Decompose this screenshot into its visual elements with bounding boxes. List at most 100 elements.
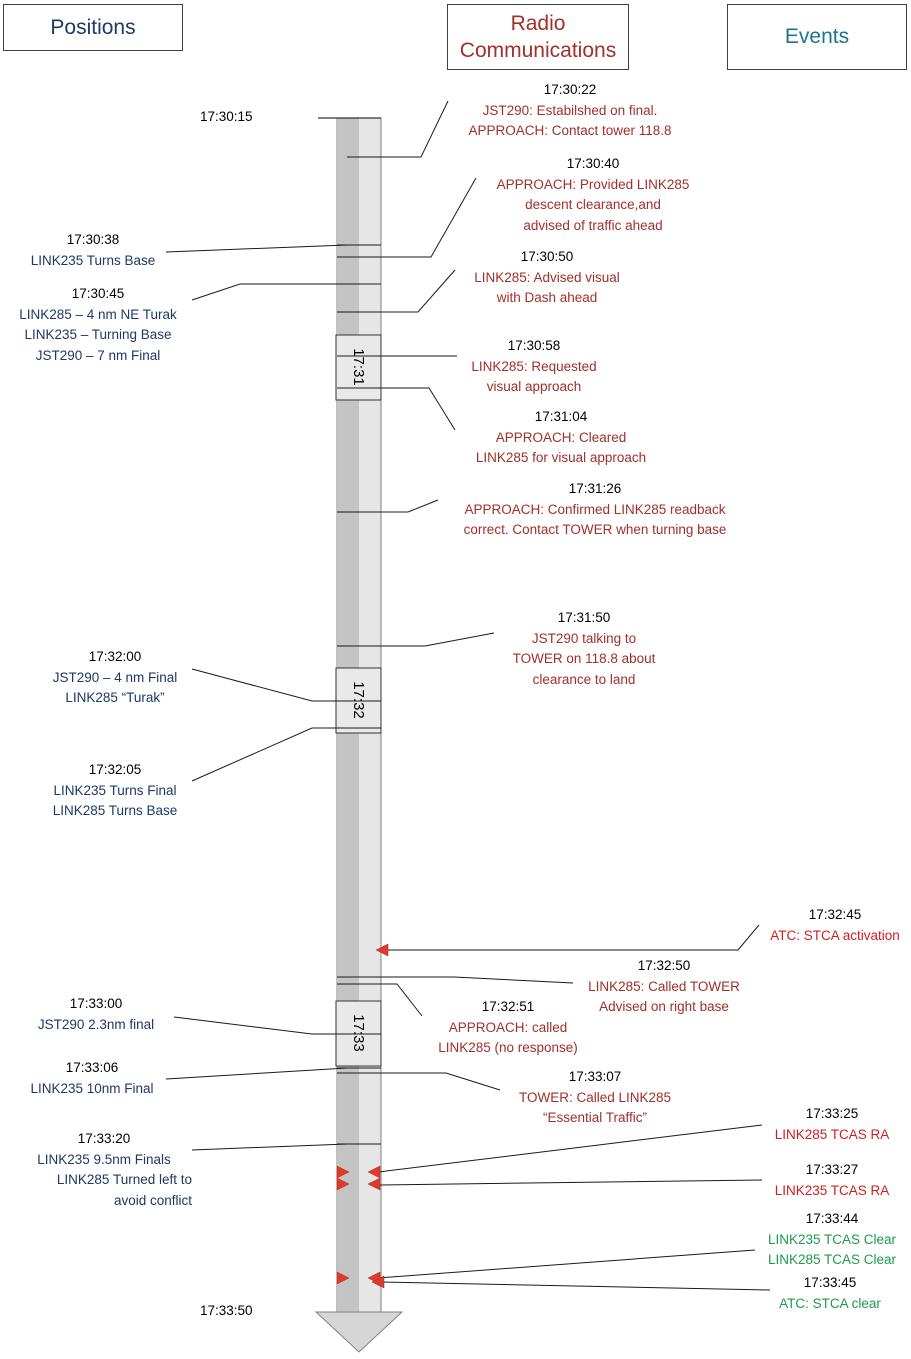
event-entry: 17:33:27 LINK235 TCAS RA	[762, 1160, 902, 1201]
position-line: JST290 – 7 nm Final	[35, 347, 161, 363]
marker-tcas-ra-right-2	[367, 1177, 381, 1191]
event-time: 17:33:45	[803, 1275, 857, 1290]
radio-line: correct. Contact TOWER when turning base	[463, 522, 727, 537]
radio-time: 17:30:50	[520, 249, 574, 264]
leader-radio-17-30-50	[347, 269, 456, 313]
event-time: 17:33:44	[805, 1211, 859, 1226]
position-line: LINK235 Turns Final	[53, 782, 177, 798]
radio-entry: 17:31:50 JST290 talking to TOWER on 118.…	[496, 608, 672, 690]
radio-line: descent clearance,and	[525, 197, 661, 212]
position-entry: 17:33:20 LINK235 9.5nm Finals LINK285 Tu…	[16, 1129, 192, 1211]
radio-line: LINK285: Called TOWER	[588, 978, 740, 994]
position-time: 17:32:05	[88, 762, 142, 777]
position-line: LINK235 10nm Final	[30, 1080, 154, 1096]
position-line: avoid conflict	[113, 1192, 192, 1208]
minute-label-17-33: 17:33	[350, 1014, 367, 1052]
marker-tcas-ra-left-2	[336, 1177, 350, 1191]
positions-header: Positions	[3, 4, 183, 51]
radio-line: “Essential Traffic”	[542, 1110, 648, 1125]
position-time: 17:30:45	[71, 286, 125, 301]
radio-line: APPROACH: Contact tower 118.8	[468, 123, 672, 138]
position-time: 17:32:00	[88, 649, 142, 664]
event-line: LINK285 TCAS Clear	[767, 1252, 897, 1267]
position-leaders	[165, 244, 348, 1151]
timeline-bar	[314, 117, 404, 1353]
radio-leaders	[347, 100, 574, 1091]
position-time: 17:33:00	[69, 996, 123, 1011]
leader-radio-17-31-26	[347, 499, 439, 513]
position-line: JST290 – 4 nm Final	[52, 669, 178, 685]
marker-stca-activation	[375, 943, 389, 957]
radio-time: 17:30:58	[507, 338, 561, 353]
radio-entry: 17:31:26 APPROACH: Confirmed LINK285 rea…	[440, 479, 750, 541]
minute-marker-17-31: 17:31	[335, 334, 382, 401]
leader-pos-17-30-38	[165, 244, 348, 253]
event-leaders	[377, 924, 771, 1291]
event-line: LINK235 TCAS RA	[774, 1182, 890, 1198]
position-line: LINK285 – 4 nm NE Turak	[19, 306, 177, 322]
radio-time: 17:30:22	[543, 82, 597, 97]
radio-entry: 17:30:22 JST290: Estabilshed on final. A…	[452, 80, 688, 142]
radio-time: 17:32:51	[481, 999, 535, 1014]
radio-entry: 17:30:50 LINK285: Advised visual with Da…	[457, 247, 637, 309]
leader-event-17-33-44	[377, 1249, 756, 1279]
leader-radio-17-30-40	[347, 177, 477, 258]
event-entry: 17:33:44 LINK235 TCAS Clear LINK285 TCAS…	[757, 1209, 907, 1271]
event-line: ATC: STCA clear	[779, 1295, 881, 1311]
radio-entry: 17:33:07 TOWER: Called LINK285 “Essentia…	[500, 1067, 690, 1129]
position-entry: 17:33:00 JST290 2.3nm final	[20, 994, 172, 1035]
event-time: 17:33:25	[805, 1106, 859, 1121]
radio-line: LINK285: Requested	[471, 358, 597, 374]
position-line: LINK285 Turned left to	[56, 1172, 192, 1187]
leader-radio-17-32-51	[347, 983, 423, 1017]
leader-event-17-32-45	[378, 924, 760, 951]
position-line: JST290 2.3nm final	[37, 1016, 155, 1032]
position-entry: 17:32:00 JST290 – 4 nm Final LINK285 “Tu…	[38, 647, 192, 709]
minute-box-17-31	[335, 334, 382, 401]
position-entry: 17:33:06 LINK235 10nm Final	[18, 1058, 166, 1099]
leader-pos-17-30-45	[191, 283, 347, 301]
minute-label-17-31: 17:31	[350, 348, 367, 386]
radio-line: Advised on right base	[599, 999, 729, 1014]
leader-radio-17-30-22	[347, 100, 449, 158]
event-line: LINK235 TCAS Clear	[767, 1231, 897, 1247]
radio-line: LINK285: Advised visual	[474, 269, 620, 285]
marker-tcas-ra-right-1	[367, 1165, 381, 1179]
radio-line: TOWER: Called LINK285	[518, 1089, 672, 1105]
leader-event-17-33-45	[377, 1281, 771, 1291]
leader-pos-17-32-00	[191, 668, 347, 702]
events-header: Events	[727, 4, 907, 70]
leader-radio-17-32-50	[347, 976, 574, 984]
position-line: LINK235 9.5nm Finals	[37, 1151, 171, 1167]
radio-line: JST290: Estabilshed on final.	[482, 102, 658, 118]
position-time: 17:33:06	[65, 1060, 119, 1075]
radio-communications-header: Radio Communications	[447, 4, 629, 70]
position-time: 17:30:38	[66, 232, 120, 247]
marker-tcas-ra-left-1	[336, 1165, 350, 1179]
event-entry: 17:33:25 LINK285 TCAS RA	[762, 1104, 902, 1145]
radio-time: 17:33:07	[568, 1069, 622, 1084]
marker-stca-clear	[371, 1275, 385, 1289]
leader-radio-17-31-04	[347, 387, 456, 431]
event-markers	[336, 943, 389, 1289]
marker-tcas-clear-left	[336, 1271, 350, 1285]
position-line: LINK285 “Turak”	[65, 690, 165, 705]
position-time: 17:33:20	[77, 1131, 131, 1146]
radio-line: APPROACH: called	[448, 1019, 568, 1035]
events-header-label: Events	[784, 25, 850, 49]
radio-entry: 17:32:51 APPROACH: called LINK285 (no re…	[422, 997, 594, 1059]
radio-line: APPROACH: Cleared	[495, 429, 627, 445]
radio-header-label: Radio Communications	[459, 11, 617, 62]
event-line: LINK285 TCAS RA	[774, 1126, 890, 1142]
positions-header-label: Positions	[50, 15, 136, 39]
radio-line: with Dash ahead	[496, 290, 598, 305]
radio-entry: 17:31:04 APPROACH: Cleared LINK285 for v…	[456, 407, 666, 469]
minute-label-17-32: 17:32	[350, 681, 367, 719]
leader-event-17-33-27	[377, 1179, 763, 1186]
event-time: 17:32:45	[808, 907, 862, 922]
leader-pos-17-33-06	[165, 1067, 348, 1080]
radio-line: clearance to land	[532, 671, 636, 687]
position-entry: 17:30:38 LINK235 Turns Base	[20, 230, 166, 271]
position-line: LINK235 Turns Base	[30, 252, 156, 268]
event-time: 17:33:27	[805, 1162, 859, 1177]
